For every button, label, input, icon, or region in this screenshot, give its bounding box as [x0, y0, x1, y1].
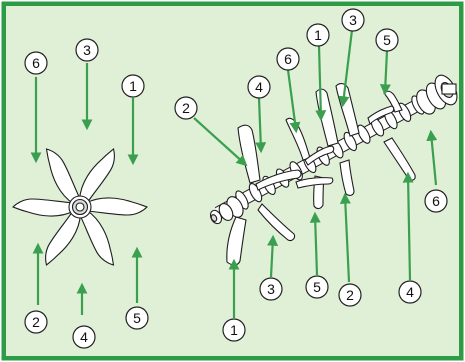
- callout-r4b: 4: [399, 281, 421, 303]
- callout-r6a: 6: [277, 48, 299, 70]
- callout-r2a: 2: [175, 97, 197, 119]
- callout-label: 5: [313, 279, 321, 295]
- callout-r5a: 5: [376, 29, 398, 51]
- callout-label: 6: [432, 193, 440, 209]
- callout-r5b: 5: [306, 276, 328, 298]
- callout-label: 5: [133, 310, 141, 326]
- callout-label: 1: [230, 322, 238, 338]
- callout-l1: 1: [122, 75, 144, 97]
- callout-r3a: 3: [342, 9, 364, 31]
- hub-inner: [76, 203, 84, 211]
- callout-l2: 2: [25, 311, 47, 333]
- callout-r2b: 2: [339, 284, 361, 306]
- callout-l3: 3: [76, 39, 98, 61]
- callout-l4: 4: [73, 326, 95, 348]
- callout-label: 4: [80, 329, 88, 345]
- callout-label: 3: [349, 12, 357, 28]
- callout-l5: 5: [126, 307, 148, 329]
- callout-label: 2: [32, 314, 40, 330]
- diagram-panel: [6, 6, 459, 356]
- callout-label: 1: [314, 27, 322, 43]
- callout-r6b: 6: [425, 190, 447, 212]
- callout-r3b: 3: [260, 278, 282, 300]
- callout-label: 6: [32, 55, 40, 71]
- callout-r4a: 4: [248, 76, 270, 98]
- callout-label: 2: [182, 100, 190, 116]
- callout-label: 6: [284, 51, 292, 67]
- callout-r1a: 1: [307, 24, 329, 46]
- callout-label: 4: [255, 79, 263, 95]
- callout-r1b: 1: [223, 319, 245, 341]
- callout-label: 3: [83, 42, 91, 58]
- callout-l6: 6: [25, 52, 47, 74]
- callout-label: 2: [346, 287, 354, 303]
- callout-label: 5: [383, 32, 391, 48]
- callout-label: 1: [129, 78, 137, 94]
- callout-label: 4: [406, 284, 414, 300]
- callout-label: 3: [267, 281, 275, 297]
